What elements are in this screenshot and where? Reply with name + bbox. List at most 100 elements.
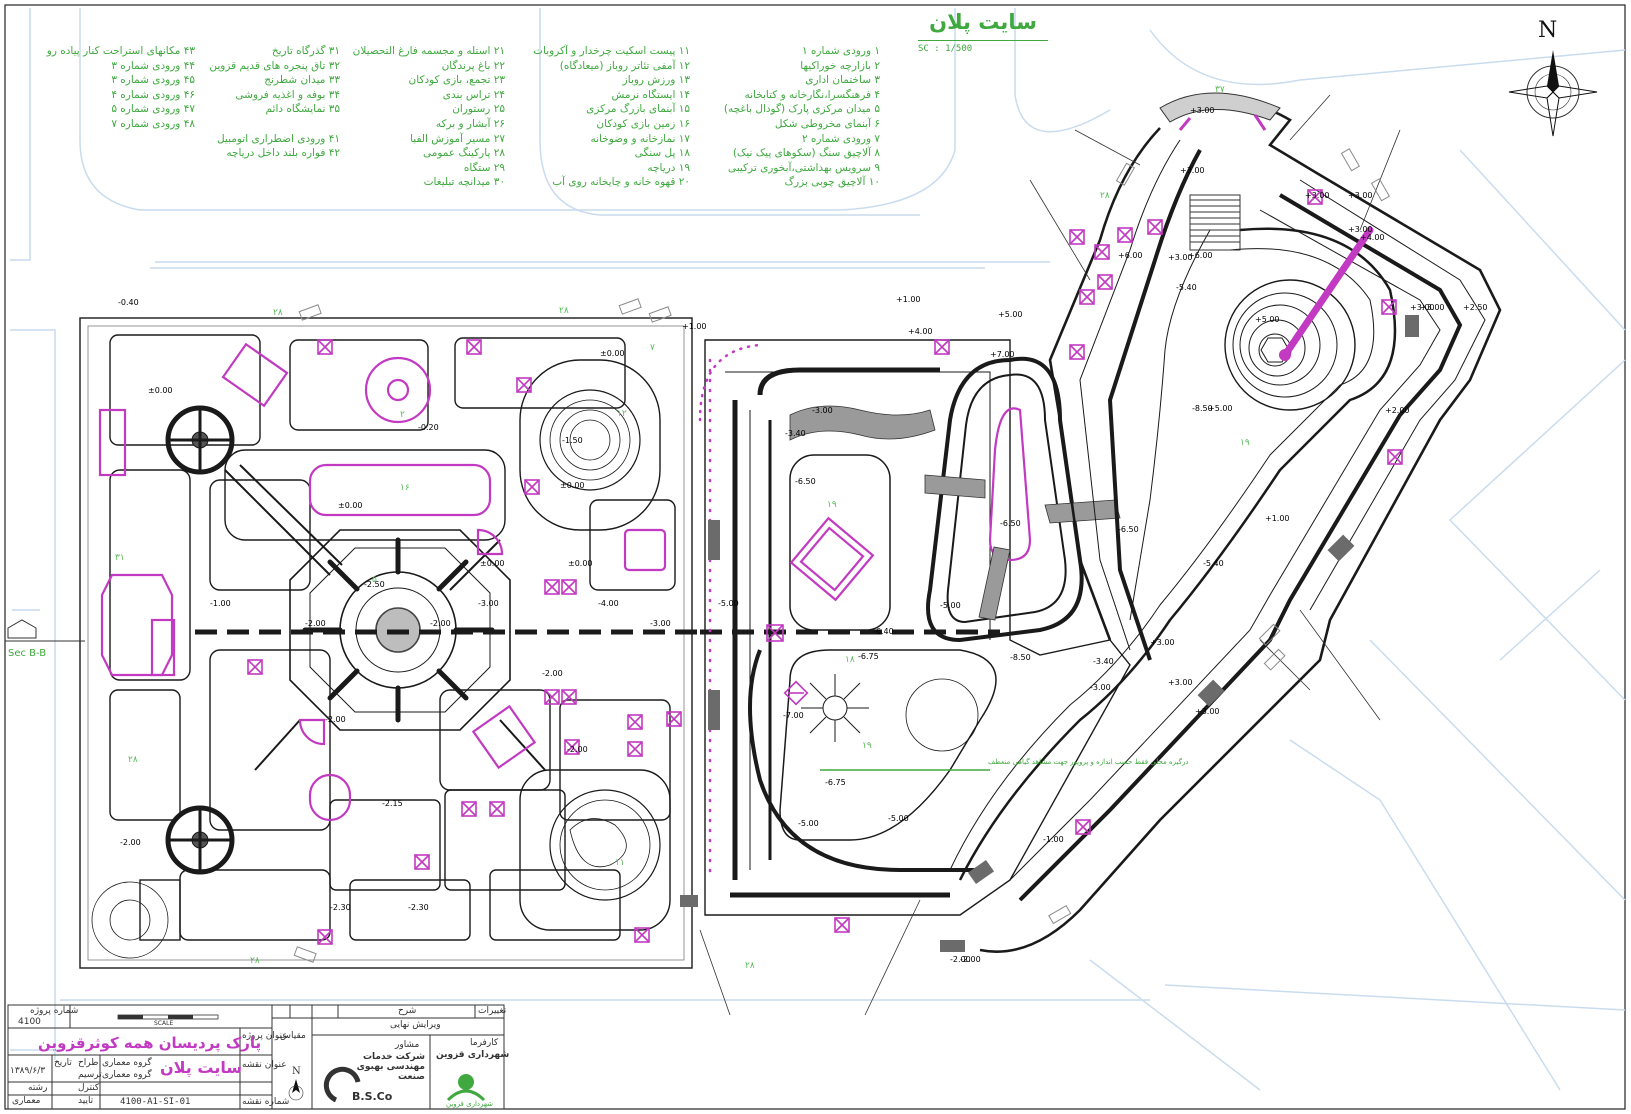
legend-item: ۲۵ رستوران: [452, 103, 505, 116]
date-label: تاریخ: [54, 1058, 72, 1068]
level-label: +5.00: [998, 310, 1023, 319]
level-label: -5.40: [1176, 283, 1197, 292]
svg-text:۱۲: ۱۲: [617, 409, 627, 419]
svg-text:۱۶: ۱۶: [400, 483, 410, 493]
level-label: -6.75: [825, 778, 846, 787]
legend-item: ۱۹ دریاچه: [647, 161, 690, 174]
level-label: -8.50: [1192, 404, 1213, 413]
level-label: -1.00: [210, 599, 231, 608]
level-label: +1.00: [682, 322, 707, 331]
level-label: -5.00: [940, 601, 961, 610]
legend-item: ۳۲ تاق پنجره های قدیم قزوین: [209, 59, 340, 72]
project-label: عنوان پروژه: [242, 1031, 288, 1041]
level-label: +4.00: [1360, 233, 1385, 242]
level-label: -3.40: [785, 429, 806, 438]
level-label: ±0.00: [338, 501, 363, 510]
drawing-no-label: شماره نقشه: [242, 1097, 290, 1107]
check-label: کنترل: [78, 1083, 100, 1093]
scale-label: مقیاس: [280, 1031, 306, 1041]
legend-item: ۱۰ آلاچیق چوبی بزرگ: [784, 176, 880, 189]
legend-item: ۱۷ نمازخانه و وضوخانه: [590, 132, 690, 145]
level-label: ±0.00: [480, 559, 505, 568]
level-label: -5.00: [718, 599, 739, 608]
north-label: N: [1538, 18, 1558, 43]
level-label: ±0.00: [560, 481, 585, 490]
plan-title-underline: [918, 40, 1048, 41]
level-label: +7.00: [990, 350, 1015, 359]
diagonal-paths: [224, 464, 546, 771]
level-label: -2.00: [542, 669, 563, 678]
level-label: +3.00: [1150, 638, 1175, 647]
consultant-logo: B.S.Co: [352, 1090, 393, 1103]
legend-item: ۳ ساختمان اداری: [805, 74, 880, 87]
level-label: -2.50: [364, 580, 385, 589]
level-label: +5.00: [1255, 315, 1280, 324]
level-label: ±0.00: [148, 386, 173, 395]
consultant-logo-graphic: [323, 1066, 361, 1103]
terraced-ramp: [926, 356, 1084, 643]
legend-item: ۲۳ تجمع، بازی کودکان: [408, 74, 505, 87]
svg-text:۲۸: ۲۸: [250, 956, 260, 966]
level-label: -2.00: [567, 745, 588, 754]
dotted-tree-row: [698, 343, 762, 422]
level-label: +3.00: [1348, 225, 1373, 234]
level-label: -1.50: [562, 436, 583, 445]
level-labels: -0.40±0.00-0.20±0.00±0.00±0.00±0.00-1.50…: [118, 106, 1488, 964]
level-label: +3.00: [1348, 191, 1373, 200]
legend-item: ۷ ورودی شماره ۲: [801, 132, 880, 145]
approve-label: تایید: [78, 1096, 94, 1106]
level-label: -2.00: [950, 955, 971, 964]
level-label: -0.20: [418, 423, 439, 432]
plan-title: سایت پلان: [929, 10, 1037, 34]
legend-item: ۴۲ فواره بلند داخل دریاچه: [226, 147, 340, 160]
client-name: شهرداری قزوین: [436, 1050, 510, 1060]
svg-text:۲۸: ۲۸: [1100, 191, 1110, 201]
legend-item: ۴۳ مکانهای استراحت کنار پیاده رو: [46, 45, 195, 57]
legend-item: ۲۸ پارکینگ عمومی: [422, 147, 505, 160]
leader-lines: [699, 94, 1401, 1016]
legend-item: ۸ آلاچیق سنگ (سکوهای پیک نیک): [732, 147, 880, 160]
level-label: +5.00: [1208, 404, 1233, 413]
legend-item: ۴۶ ورودی شماره ۴: [111, 88, 195, 101]
svg-text:۲۸: ۲۸: [745, 961, 755, 971]
level-label: ±0.00: [568, 559, 593, 568]
svg-text:۱۱: ۱۱: [615, 858, 625, 868]
discipline-value: معماری: [12, 1096, 41, 1106]
level-label: -5.00: [888, 814, 909, 823]
section-marker: Sec B-B: [5, 619, 85, 659]
design-label: طراح: [78, 1058, 99, 1068]
client-logo-graphic: [446, 1074, 486, 1102]
level-label: +3.00: [1180, 166, 1205, 175]
level-label: -8.50: [1010, 653, 1031, 662]
title-north-label: N: [292, 1066, 301, 1077]
consultant-name: شرکت خدمات مهندسی بهبوی صنعت: [356, 1052, 425, 1082]
fountain-bridge: [1281, 226, 1374, 359]
level-label: -2.00: [430, 619, 451, 628]
level-label: -3.00: [812, 406, 833, 415]
legend-item: ۶ آبنمای مخروطی شکل: [774, 117, 880, 130]
svg-text:۱۸: ۱۸: [845, 655, 855, 665]
client-logo: شهرداری قزوین: [446, 1100, 493, 1108]
legend-item: ۴ فرهنگسرا،نگارخانه و کتابخانه: [744, 88, 880, 101]
level-label: -6.50: [1000, 519, 1021, 528]
level-label: ±0.00: [600, 349, 625, 358]
level-label: +4.00: [908, 327, 933, 336]
project-title: پارک پردیسان همه کوثرقزوین: [38, 1034, 262, 1052]
legend-item: ۱۸ پل سنگی: [634, 147, 690, 160]
street-curbs: [10, 8, 1626, 1091]
svg-text:۳۷: ۳۷: [1215, 85, 1225, 95]
level-label: -3.00: [1090, 683, 1111, 692]
client-label: کارفرما: [470, 1038, 499, 1048]
level-label: +3.00: [1305, 191, 1330, 200]
north-arrow: [1508, 50, 1598, 137]
legend-item: ۲۶ آبشار و برکه: [435, 117, 505, 130]
legend-item: ۲۱ استله و مجسمه فارغ التحصیلان: [352, 45, 505, 57]
petal-fountain: [801, 674, 869, 742]
level-label: -2.00: [325, 715, 346, 724]
svg-text:۱۹: ۱۹: [1240, 438, 1250, 448]
title-block-frame: [7, 1004, 505, 1110]
legend-item: ۳۰ میدانچه تبلیغات: [423, 176, 505, 189]
